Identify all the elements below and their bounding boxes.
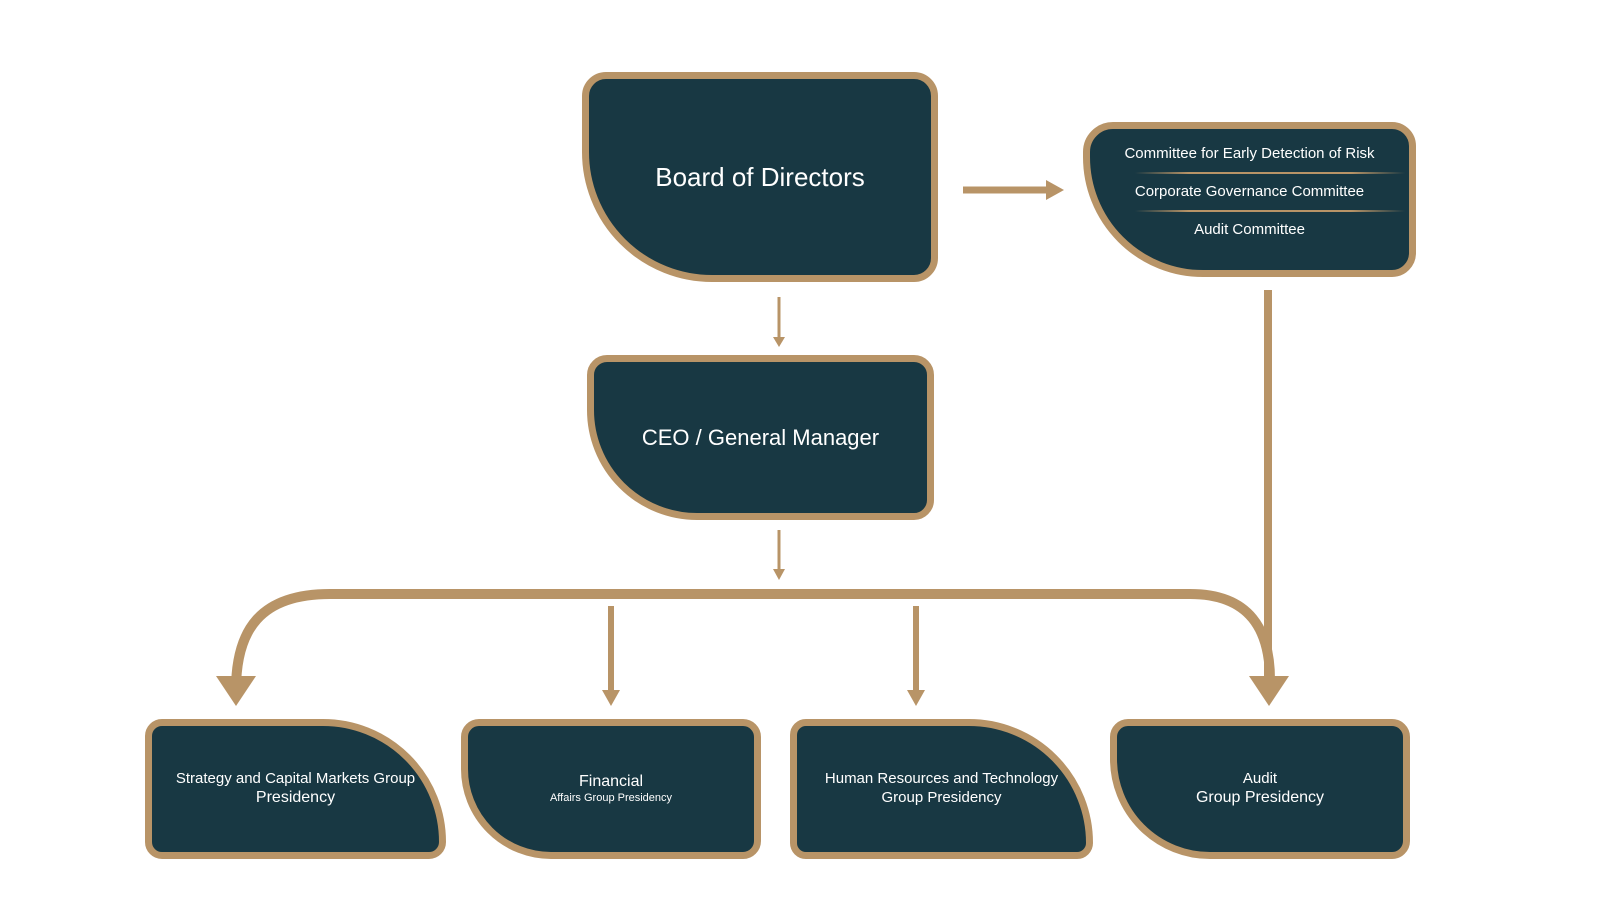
group-strategy-line2: Presidency bbox=[255, 789, 336, 807]
committee-divider bbox=[1134, 210, 1405, 212]
ceo-label: CEO / General Manager bbox=[641, 424, 880, 450]
arrowhead-board-to-committees bbox=[1046, 180, 1064, 200]
arrowhead-ceo-to-bus bbox=[773, 569, 785, 580]
ceo-box: CEO / General Manager bbox=[587, 355, 934, 520]
group-financial-line2: Affairs Group Presidency bbox=[549, 792, 673, 805]
arrowhead-group-4 bbox=[1249, 676, 1289, 706]
group-hr-tech-line1: Human Resources and Technology bbox=[824, 770, 1059, 788]
group-audit-box: Audit Group Presidency bbox=[1110, 719, 1410, 859]
committees-box: Committee for Early Detection of Risk Co… bbox=[1083, 122, 1416, 277]
arrowhead-group-2 bbox=[602, 690, 620, 706]
arrowhead-group-3 bbox=[907, 690, 925, 706]
committee-divider bbox=[1134, 172, 1405, 174]
arrowhead-board-to-ceo bbox=[773, 337, 785, 347]
group-hr-tech-box: Human Resources and Technology Group Pre… bbox=[790, 719, 1093, 859]
group-strategy-line1: Strategy and Capital Markets Group bbox=[175, 769, 416, 787]
committee-governance-label: Corporate Governance Committee bbox=[1134, 183, 1365, 200]
group-audit-line1: Audit bbox=[1242, 769, 1278, 787]
group-hr-tech-line2: Group Presidency bbox=[881, 789, 1002, 806]
board-of-directors-label: Board of Directors bbox=[655, 161, 865, 192]
group-financial-line1: Financial bbox=[578, 773, 644, 791]
committee-audit-label: Audit Committee bbox=[1194, 221, 1305, 238]
distribution-bus bbox=[231, 589, 1275, 691]
arrowhead-group-1 bbox=[216, 676, 256, 706]
board-of-directors-box: Board of Directors bbox=[582, 72, 938, 282]
committee-early-risk-label: Committee for Early Detection of Risk bbox=[1124, 145, 1375, 162]
group-financial-box: Financial Affairs Group Presidency bbox=[461, 719, 761, 859]
group-audit-line2: Group Presidency bbox=[1195, 789, 1325, 807]
